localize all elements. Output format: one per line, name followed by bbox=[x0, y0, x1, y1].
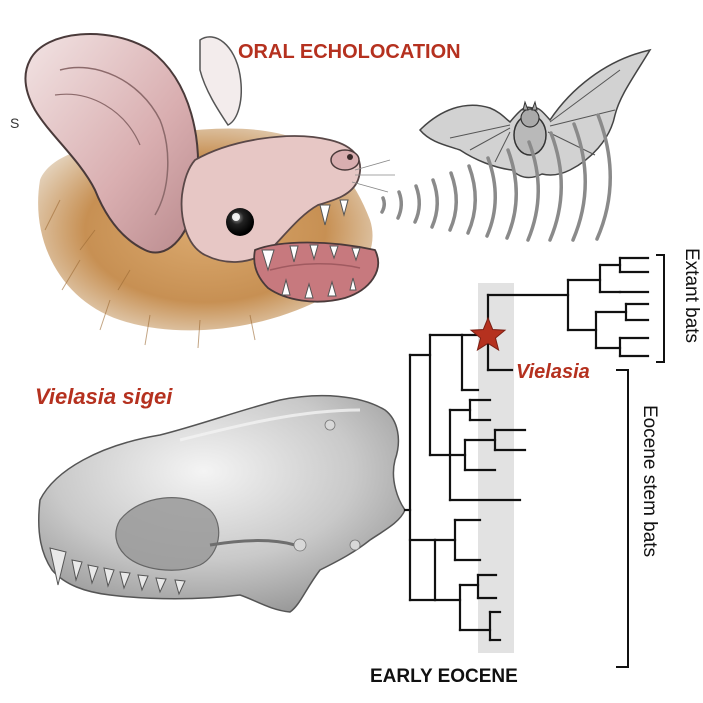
vielasia-clade-label: Vielasia bbox=[516, 361, 590, 383]
illustrator-mark: S bbox=[10, 115, 19, 131]
species-name-label: Vielasia sigei bbox=[35, 384, 173, 409]
stem-bats-bracket bbox=[616, 369, 629, 668]
bat-head-illustration-icon bbox=[24, 33, 395, 349]
early-eocene-label: EARLY EOCENE bbox=[370, 666, 518, 687]
star-icon bbox=[469, 316, 507, 352]
title-label: ORAL ECHOLOCATION bbox=[238, 41, 461, 63]
flying-bat-icon bbox=[418, 48, 652, 179]
extant-bats-label: Extant bats bbox=[681, 248, 702, 343]
phylogenetic-tree-icon bbox=[403, 256, 650, 642]
eocene-stem-bats-label: Eocene stem bats bbox=[639, 405, 660, 557]
fossil-skull-render-icon bbox=[37, 394, 406, 613]
extant-bats-bracket bbox=[656, 254, 665, 363]
echolocation-waves-icon bbox=[380, 113, 612, 242]
